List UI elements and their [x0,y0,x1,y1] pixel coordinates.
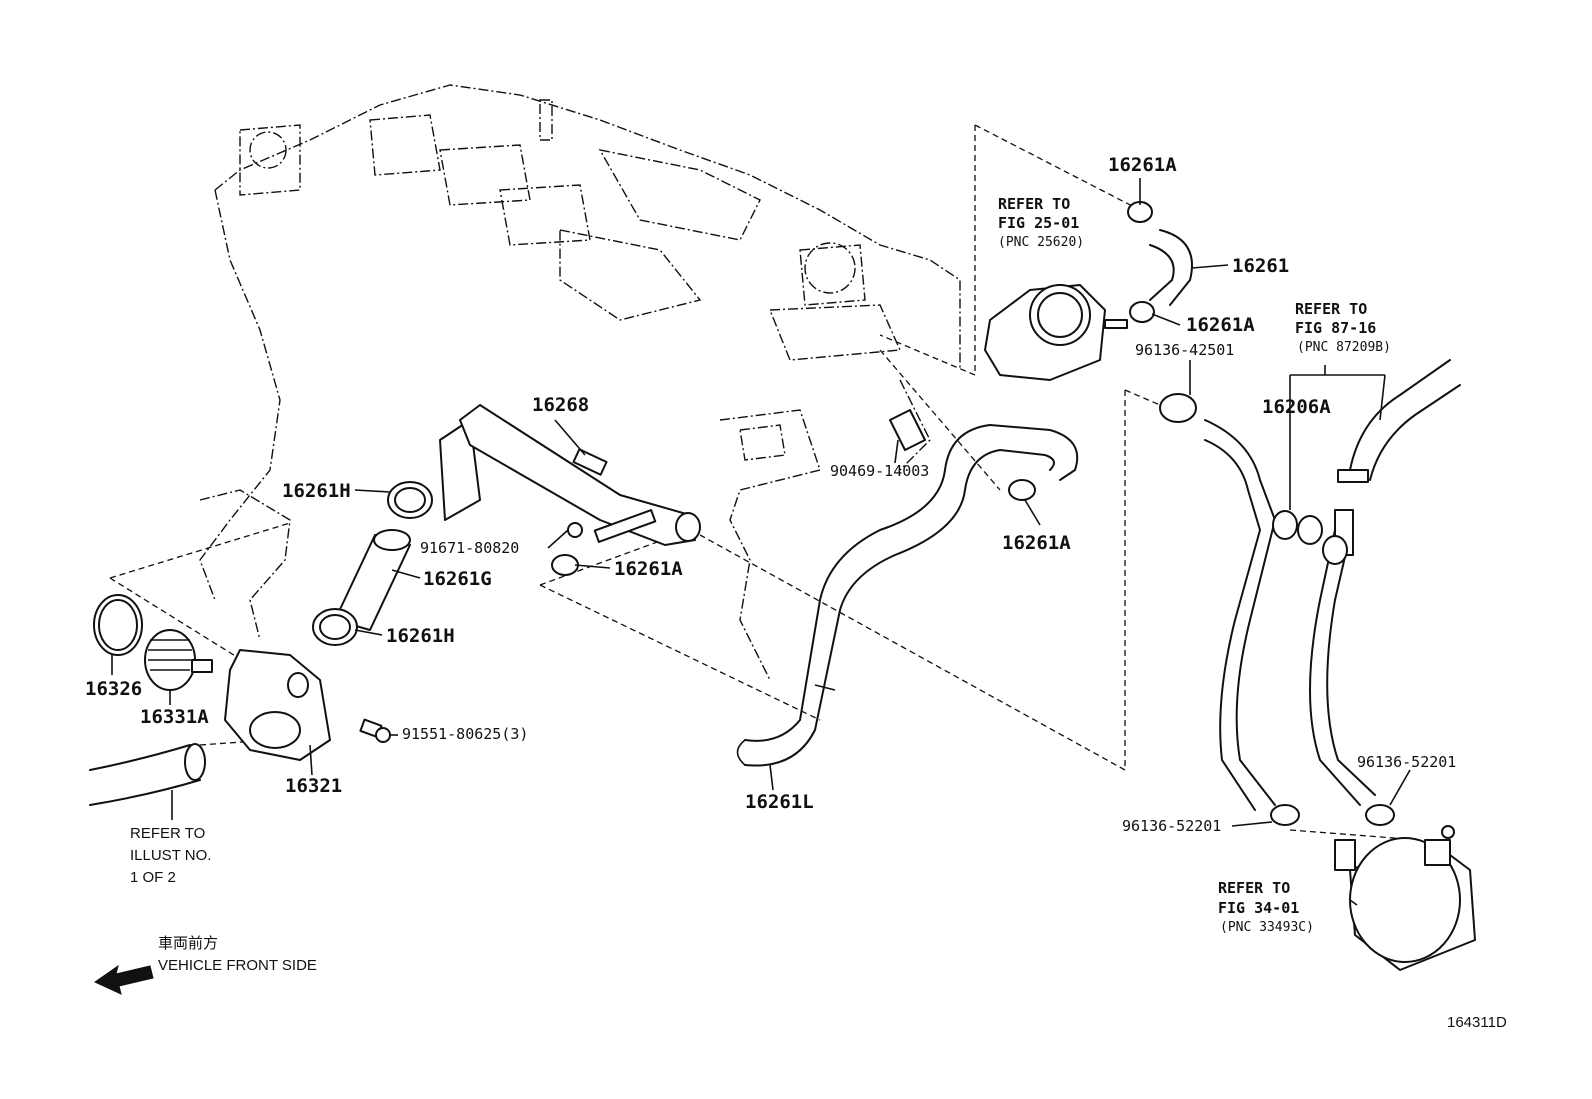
hose-16261L [736,424,1079,767]
throttle-body [984,284,1128,381]
label-16268: 16268 [532,394,589,416]
hose-16261 [1149,229,1193,306]
label-96136-52201-right: 96136-52201 [1357,753,1456,771]
svg-text:1 OF 2: 1 OF 2 [130,869,176,886]
svg-text:FIG 34-01: FIG 34-01 [1218,899,1299,917]
illustration-code: 164311D [1447,1014,1507,1031]
svg-text:FIG 25-01: FIG 25-01 [998,214,1079,232]
clamp-16261A-right [1008,479,1036,501]
refer-fig87: REFER TO FIG 87-16 (PNC 87209B) [1295,300,1391,355]
label-90469-14003: 90469-14003 [830,462,929,480]
label-16261H-bottom: 16261H [386,625,455,647]
bracket-90469 [889,409,926,451]
refer-fig34: REFER TO FIG 34-01 (PNC 33493C) [1218,879,1314,935]
clamp-96136-52201-left [1270,804,1300,826]
label-16261G: 16261G [423,568,492,590]
label-16326: 16326 [85,678,142,700]
clamp-16261H-bottom [312,608,358,646]
label-16261A-top: 16261A [1108,154,1177,176]
label-16261A-left: 16261A [614,558,683,580]
bolt-91551 [359,718,391,743]
label-96136-42501: 96136-42501 [1135,341,1234,359]
gasket-16326 [93,594,143,656]
refer-fig25: REFER TO FIG 25-01 (PNC 25620) [998,195,1084,250]
front-label-jp: 車両前方 [158,935,218,952]
svg-text:(PNC 33493C): (PNC 33493C) [1220,920,1314,935]
svg-text:REFER TO: REFER TO [1295,300,1367,318]
label-16261A-right: 16261A [1002,532,1071,554]
clamp-16261A-left [551,554,579,576]
label-91671-80820: 91671-80820 [420,539,519,557]
clamp-16261H-top [387,481,433,519]
label-16261L: 16261L [745,791,814,813]
vehicle-front-indicator: 車両前方 VEHICLE FRONT SIDE [93,935,317,995]
label-16206A: 16206A [1262,396,1331,418]
leader-lines [111,178,1411,906]
water-inlet-16321 [224,649,331,761]
hose-16261G [334,529,411,631]
pipe-16268 [439,404,701,546]
label-16331A: 16331A [140,706,209,728]
svg-text:ILLUST NO.: ILLUST NO. [130,847,211,864]
front-label-en: VEHICLE FRONT SIDE [158,957,317,974]
hose-16206A-left [1204,419,1276,811]
label-16321: 16321 [285,775,342,797]
refer-illust: REFER TO ILLUST NO. 1 OF 2 [130,825,211,886]
clamp-96136-42501 [1159,393,1197,423]
hose-lower-left [89,743,206,806]
svg-text:FIG 87-16: FIG 87-16 [1295,319,1376,337]
arrow-left-icon [93,964,154,995]
label-16261: 16261 [1232,255,1289,277]
label-91551-80625: 91551-80625(3) [402,725,528,743]
part-labels: 16268 16261A 16261 16261A 96136-42501 16… [85,154,1456,835]
label-16261H-top: 16261H [282,480,351,502]
clamp-96136-52201-right [1365,804,1395,826]
oil-cooler [1334,825,1476,971]
svg-text:(PNC 25620): (PNC 25620) [998,235,1084,250]
thermostat-16331A [144,629,213,691]
engine-outline [199,84,961,681]
svg-text:REFER TO: REFER TO [130,825,205,842]
svg-text:(PNC 87209B): (PNC 87209B) [1297,340,1391,355]
clamp-16261A-mid [1129,301,1155,323]
hose-connector [1272,510,1348,565]
hose-87209B [1337,359,1461,483]
svg-text:REFER TO: REFER TO [1218,879,1290,897]
svg-text:REFER TO: REFER TO [998,195,1070,213]
label-16261A-mid: 16261A [1186,314,1255,336]
label-96136-52201-left: 96136-52201 [1122,817,1221,835]
